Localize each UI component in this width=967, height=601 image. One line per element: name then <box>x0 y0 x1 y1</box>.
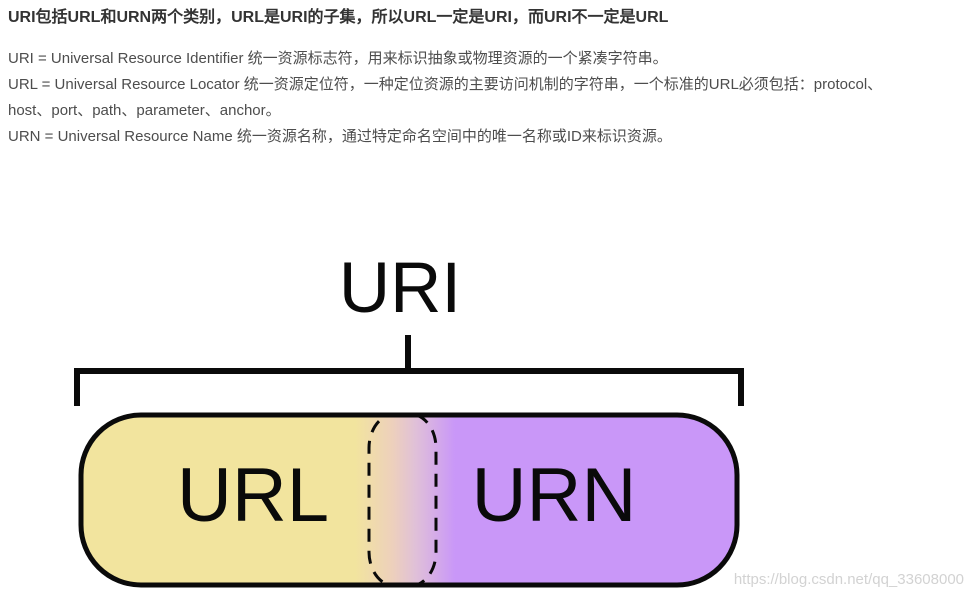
url-definition-line: URL = Universal Resource Locator 统一资源定位符… <box>8 76 883 93</box>
uri-title-label: URI <box>339 249 461 328</box>
page-title: URI包括URL和URN两个类别，URL是URI的子集，所以URL一定是URI，… <box>8 9 669 26</box>
url-section-label: URL <box>177 453 329 538</box>
urn-section-label: URN <box>472 453 637 538</box>
article-intro: URI包括URL和URN两个类别，URL是URI的子集，所以URL一定是URI，… <box>8 8 960 150</box>
uri-definition-line: URI = Universal Resource Identifier 统一资源… <box>8 50 668 67</box>
url-definition-wrap-line: host、port、path、parameter、anchor。 <box>8 102 281 119</box>
urn-definition-line: URN = Universal Resource Name 统一资源名称，通过特… <box>8 128 672 145</box>
url-urn-pill-shape <box>78 412 740 588</box>
bracket-shape <box>74 368 744 406</box>
definitions-paragraph: URI = Universal Resource Identifier 统一资源… <box>8 46 960 150</box>
watermark-url-text: https://blog.csdn.net/qq_33608000 <box>734 571 964 588</box>
overlap-dashed-outline <box>367 412 438 588</box>
